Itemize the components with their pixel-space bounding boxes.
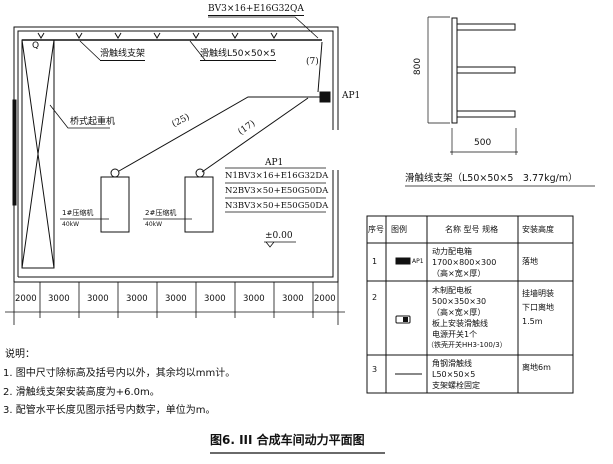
dimension-value: 2000 — [15, 294, 37, 304]
row-desc: （高×宽×厚） — [432, 308, 486, 317]
compressors — [60, 168, 214, 233]
row-desc: 木制配电板 — [432, 286, 472, 295]
bracket-height-dim: 800 — [413, 57, 424, 76]
circuit-n2: N2BV3×50+E50G50DA — [225, 186, 329, 196]
trolley-wire — [22, 16, 322, 61]
row-desc: 板上安装滑触线 — [432, 319, 488, 328]
dimension-value: 3000 — [48, 294, 70, 304]
bracket-width-dim: 500 — [474, 138, 492, 148]
header-no: 序号 — [368, 225, 384, 234]
note-item: 3. 配管水平长度见图示括号内数字，单位为m。 — [3, 405, 216, 416]
dimension-value: 3000 — [204, 294, 226, 304]
symbol-ap1-label: AP1 — [412, 258, 424, 265]
notes-title: 说明： — [5, 349, 35, 360]
row-desc: 500×350×30 — [432, 297, 487, 306]
bracket-drawing — [405, 16, 595, 187]
dimension-value: 3000 — [126, 294, 148, 304]
crane — [21, 39, 55, 269]
row-no: 1 — [372, 257, 378, 266]
row-height: 落地 — [522, 257, 538, 266]
note-item: 1. 图中尺寸除标高及括号内以外，其余均以mm计。 — [3, 368, 236, 379]
row-desc: 支架螺栓固定 — [432, 381, 480, 390]
compressor-2-name: 2#压缩机 — [145, 209, 177, 217]
legend-table-grid — [366, 215, 574, 394]
dimension-value: 3000 — [165, 294, 187, 304]
row-desc: L50×50×5 — [432, 370, 476, 379]
row-desc: （铁壳开关HH3-100/3） — [427, 341, 507, 349]
ap1-panel — [319, 91, 331, 103]
dimension-value: 2000 — [314, 294, 336, 304]
row-height: 挂墙明装 — [522, 289, 554, 298]
row-no: 3 — [372, 365, 378, 374]
note-item: 2. 滑触线支架安装高度为+6.0m。 — [3, 387, 160, 398]
row-desc: 角钢滑触线 — [432, 359, 472, 368]
compressor-1-power: 40kW — [62, 221, 80, 228]
dimension-value: 3000 — [282, 294, 304, 304]
feeder-label: BV3×16+E16G32QA — [208, 4, 304, 16]
dimension-value: 3000 — [243, 294, 265, 304]
elevation-label: ±0.00 — [265, 231, 293, 241]
circuit-table-lines — [225, 167, 326, 248]
header-desc: 名称 型号 规格 — [445, 225, 499, 234]
row-desc: 动力配电箱 — [432, 247, 472, 256]
conduit-runs — [49, 41, 331, 173]
ap1-circuit-title: AP1 — [265, 158, 284, 168]
dimension-lines — [5, 282, 345, 325]
row-desc: 1700×800×300 — [432, 258, 497, 267]
crane-label: 桥式起重机 — [70, 117, 116, 127]
circuit-n1: N1BV3×16+E16G32DA — [225, 171, 329, 181]
header-height: 安装高度 — [522, 225, 554, 234]
header-symbol: 图例 — [391, 225, 407, 234]
row-no: 2 — [372, 293, 378, 302]
bracket-label: 滑触线支架 — [100, 49, 146, 61]
circuit-n3: N3BV3×50+E50G50DA — [225, 201, 329, 211]
trolley-label: 滑触线L50×50×5 — [200, 49, 276, 61]
dimension-value: 3000 — [87, 294, 109, 304]
building-walls — [12, 26, 339, 283]
bracket-caption: 滑触线支架（L50×50×5 3.77kg/m） — [405, 173, 578, 184]
compressor-2-power: 40kW — [145, 221, 163, 228]
ap1-tag: AP1 — [342, 91, 361, 101]
figure-title: 图6. III 合成车间动力平面图 — [210, 433, 365, 447]
row-desc: （高×宽×厚） — [432, 269, 486, 278]
row-height: 1.5m — [522, 317, 543, 326]
row-desc: 电源开关1个 — [432, 330, 478, 339]
row-height: 下口离地 — [522, 303, 554, 312]
compressor-1-name: 1#压缩机 — [62, 209, 94, 217]
crane-q-label: Q — [32, 41, 40, 51]
run-7-label: (7) — [306, 57, 319, 67]
row-height: 离地6m — [522, 363, 551, 372]
